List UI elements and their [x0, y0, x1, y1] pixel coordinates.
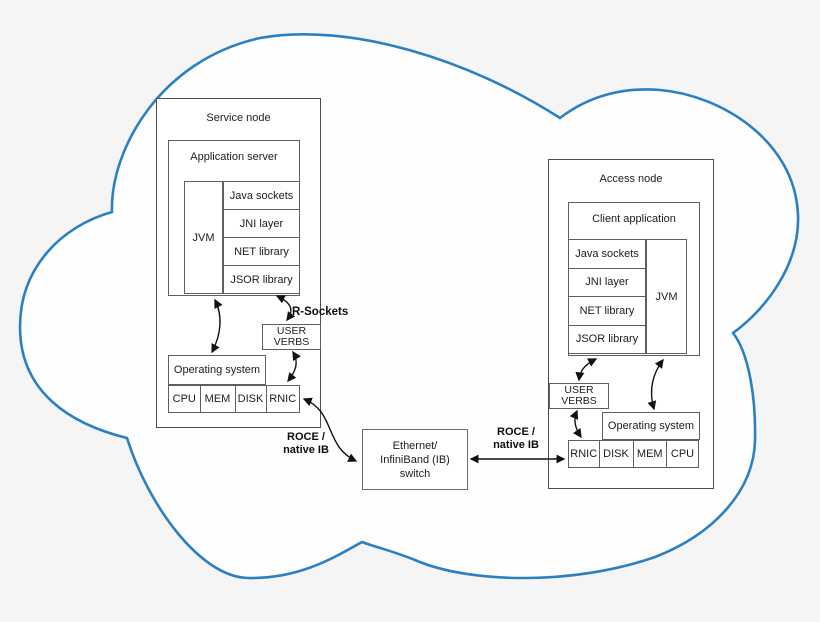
service-layer-stack: Java sockets JNI layer NET library JSOR … — [223, 181, 300, 294]
access-os-label: Operating system — [607, 420, 695, 432]
application-server-title: Application server — [190, 151, 278, 163]
access-hw-rnic: RNIC — [569, 441, 600, 467]
ib-switch-line3: switch — [399, 467, 431, 480]
service-layer-net: NET library — [224, 238, 299, 266]
access-node-title: Access node — [599, 173, 663, 185]
client-application-title: Client application — [592, 213, 676, 225]
access-os-box: Operating system — [602, 412, 700, 440]
service-user-verbs-box: USER VERBS — [262, 324, 321, 350]
service-node-title: Service node — [206, 112, 271, 124]
roce-left-label: ROCE / native IB — [278, 431, 334, 457]
access-hw-cpu: CPU — [670, 448, 695, 460]
access-hw-mem: MEM — [634, 441, 667, 467]
service-hw-row: CPU MEM DISK RNIC — [168, 385, 300, 413]
service-hw-disk: DISK — [236, 386, 267, 412]
ib-switch-line2: InfiniBand (IB) — [380, 453, 450, 466]
service-hw-mem: MEM — [201, 386, 236, 412]
access-user-verbs-box: USER VERBS — [549, 383, 609, 409]
access-hw-row: RNIC DISK MEM CPU — [568, 440, 699, 468]
access-layer-jsor: JSOR library — [575, 333, 639, 346]
service-layer-java-sockets: Java sockets — [224, 182, 299, 210]
service-user-verbs-line1: USER — [276, 325, 307, 337]
service-os-label: Operating system — [173, 364, 261, 376]
access-layer-java-sockets: Java sockets — [569, 240, 645, 269]
r-sockets-label: R-Sockets — [292, 306, 349, 318]
roce-left-line2: native IB — [283, 444, 329, 456]
service-user-verbs-line2: VERBS — [273, 336, 310, 348]
roce-left-line1: ROCE / — [287, 431, 325, 443]
ib-switch-box: Ethernet/ InfiniBand (IB) switch — [362, 429, 468, 490]
access-hw-disk: DISK — [600, 441, 634, 467]
access-user-verbs-line2: VERBS — [561, 395, 597, 407]
service-layer-jni: JNI layer — [224, 210, 299, 238]
service-hw-cpu: CPU — [169, 386, 201, 412]
service-hw-rnic: RNIC — [269, 393, 297, 405]
access-layer-net: NET library — [569, 297, 645, 326]
service-jvm-box: JVM — [184, 181, 223, 294]
roce-right-label: ROCE / native IB — [489, 426, 543, 452]
ib-switch-line1: Ethernet/ — [392, 439, 438, 452]
access-user-verbs-line1: USER — [564, 384, 594, 396]
service-jvm-label: JVM — [192, 231, 215, 244]
access-jvm-box: JVM — [646, 239, 687, 354]
access-layer-stack: Java sockets JNI layer NET library JSOR … — [568, 239, 646, 354]
service-os-box: Operating system — [168, 355, 266, 385]
access-jvm-label: JVM — [655, 290, 678, 303]
roce-right-line2: native IB — [493, 439, 539, 451]
roce-right-line1: ROCE / — [497, 426, 535, 438]
access-layer-jni: JNI layer — [569, 269, 645, 297]
service-layer-jsor: JSOR library — [230, 273, 293, 286]
